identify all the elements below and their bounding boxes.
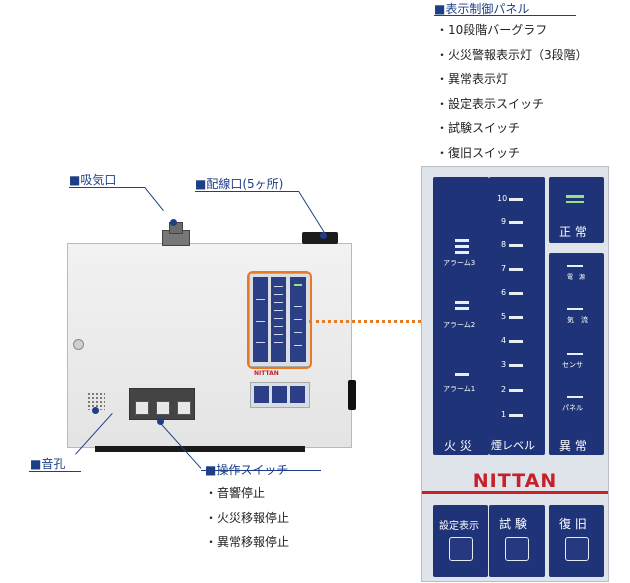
fault-airflow-label: 気 流	[567, 316, 588, 324]
reset-label: 復 旧	[559, 517, 587, 531]
normal-indicator: 正 常	[549, 177, 604, 243]
mini-button-reset[interactable]	[290, 386, 305, 403]
normal-label: 正 常	[559, 225, 587, 239]
reset-box: 復 旧	[549, 505, 604, 577]
test-box: 試 験	[489, 505, 545, 577]
fault-sensor-label: センサ	[562, 361, 583, 369]
fault-power-led	[567, 265, 583, 267]
fault-panel-label: パネル	[562, 404, 583, 412]
bar-level-6: 6	[501, 288, 507, 297]
control-panel-title: ■表示制御パネル	[434, 2, 530, 16]
sound-hole-label: ■音孔	[30, 457, 66, 471]
alarm2-label: アラーム2	[443, 321, 476, 329]
control-panel-item: ・火災警報表示灯（3段階）	[436, 47, 588, 62]
zoom-connector	[309, 320, 421, 323]
sound-hole-marker	[92, 407, 99, 414]
mini-bar-column	[271, 277, 286, 362]
device-mini-panel	[249, 273, 311, 367]
bar-level-3: 3	[501, 360, 507, 369]
test-label: 試 験	[499, 517, 527, 531]
device-side-port	[348, 380, 356, 410]
fire-transfer-stop-switch[interactable]	[156, 401, 170, 415]
normal-led	[566, 195, 584, 198]
alarm1-led	[455, 373, 469, 376]
setting-display-button[interactable]	[449, 537, 473, 561]
mini-button-test[interactable]	[272, 386, 287, 403]
intake-marker	[170, 219, 177, 226]
operation-switch-list: ・音響停止 ・火災移報停止 ・異常移報停止	[205, 481, 289, 555]
bar-level-7: 7	[501, 264, 507, 273]
control-panel-item: ・試験スイッチ	[436, 121, 521, 135]
fault-label: 異 常	[559, 439, 587, 453]
test-button[interactable]	[505, 537, 529, 561]
operation-switch-item: ・音響停止	[205, 486, 266, 500]
panel-highlight-frame	[247, 271, 312, 369]
bar-level-1: 1	[501, 410, 507, 419]
fire-label: 火 災	[444, 439, 472, 453]
fault-transfer-stop-switch[interactable]	[177, 401, 191, 415]
panel-brand: NITTAN	[472, 470, 558, 492]
fire-column: アラーム3 アラーム2 アラーム1 火 災	[433, 177, 489, 455]
control-panel-item: ・設定表示スイッチ	[436, 96, 545, 111]
sound-hole-grille	[87, 392, 105, 410]
wiring-label: ■配線口(5ヶ所)	[195, 177, 284, 191]
wiring-marker	[320, 232, 327, 239]
brand-divider	[422, 491, 608, 494]
device-base	[95, 446, 305, 452]
bar-level-4: 4	[501, 336, 507, 345]
fault-column: 電 源 気 流 センサ パネル 異 常	[549, 253, 604, 455]
alarm1-label: アラーム1	[443, 385, 476, 393]
bar-level-9: 9	[501, 217, 507, 226]
mini-fire-column	[253, 277, 268, 362]
device-brand: NITTAN	[254, 370, 279, 377]
smoke-level-column: 10 9 8 7 6 5 4 3 2 1 煙レベル	[489, 177, 545, 455]
control-panel-item: ・異常表示灯	[436, 72, 509, 86]
bar-level-5: 5	[501, 312, 507, 321]
intake-label: ■吸気口	[69, 173, 117, 187]
bar-level-8: 8	[501, 240, 507, 249]
alarm2-led	[455, 301, 469, 304]
control-panel-item: ・10段階バーグラフ	[436, 23, 548, 37]
control-panel-item: ・復旧スイッチ	[436, 145, 521, 160]
operation-switch-marker	[157, 418, 164, 425]
operation-switch-item: ・火災移報停止	[205, 510, 290, 525]
control-panel: アラーム3 アラーム2 アラーム1 火 災 10 9 8 7 6 5 4 3 2…	[421, 166, 609, 582]
setting-display-box: 設定表示	[433, 505, 488, 577]
sound-stop-switch[interactable]	[135, 401, 149, 415]
mini-button-set[interactable]	[254, 386, 269, 403]
operation-switch-title: ■操作スイッチ	[205, 463, 289, 477]
bar-level-2: 2	[501, 385, 507, 394]
alarm3-label: アラーム3	[443, 259, 476, 267]
fault-airflow-led	[567, 308, 583, 310]
device-mini-buttons	[250, 382, 310, 408]
fault-panel-led	[567, 396, 583, 398]
smoke-level-label: 煙レベル	[491, 439, 535, 452]
fault-power-label: 電 源	[567, 274, 586, 281]
device-screw	[73, 339, 84, 350]
setting-display-label: 設定表示	[439, 521, 479, 532]
operation-switch-item: ・異常移報停止	[205, 535, 290, 549]
wiring-port	[302, 232, 338, 244]
fault-sensor-led	[567, 353, 583, 355]
alarm3-led	[455, 239, 469, 242]
operation-switch-panel	[129, 388, 195, 420]
control-panel-list: ・10段階バーグラフ ・火災警報表示灯（3段階） ・異常表示灯 ・設定表示スイッ…	[436, 18, 588, 165]
bar-level-10: 10	[497, 194, 508, 203]
reset-button[interactable]	[565, 537, 589, 561]
